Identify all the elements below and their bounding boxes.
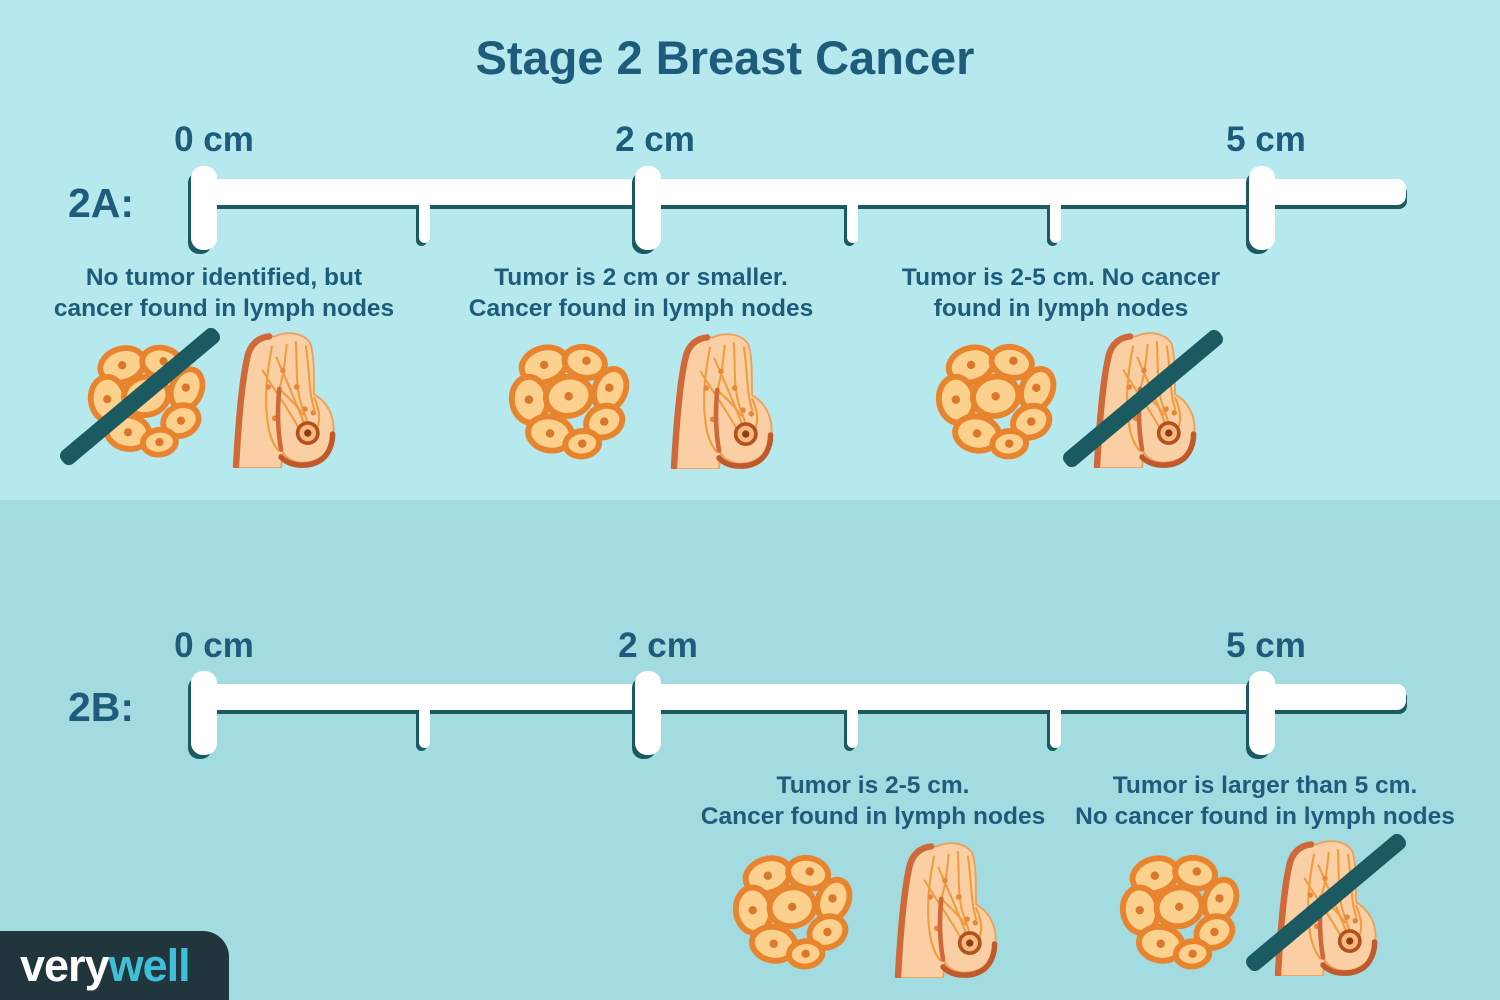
ruler-2b-major-tick-5cm	[1249, 671, 1275, 755]
ruler-2a-major-tick-5cm	[1249, 166, 1275, 250]
ruler-2b-tick-label-2cm: 2 cm	[618, 626, 698, 665]
description-2b-larger-than-5cm: Tumor is larger than 5 cm. No cancer fou…	[1075, 770, 1455, 832]
description-2a-no-tumor: No tumor identified, but cancer found in…	[54, 262, 394, 324]
description-line: No tumor identified, but	[85, 264, 363, 291]
ruler-2a-minor-tick-4cm	[1050, 203, 1061, 243]
description-2a-2cm-or-smaller: Tumor is 2 cm or smaller. Cancer found i…	[469, 262, 813, 324]
tumor-cluster-icon	[1117, 848, 1243, 974]
description-line: Tumor is 2-5 cm.	[776, 772, 970, 799]
description-line: Cancer found in lymph nodes	[468, 295, 814, 322]
tumor-cluster-icon	[730, 848, 856, 974]
ruler-2a-minor-tick-3cm	[847, 203, 858, 243]
ruler-2a-major-tick-2cm	[635, 166, 661, 250]
ruler-2b-minor-tick-3cm	[847, 708, 858, 748]
breast-lymph-nodes-icon	[660, 331, 780, 469]
description-line: Tumor is 2-5 cm. No cancer	[901, 264, 1221, 291]
ruler-2b-minor-tick-1cm	[419, 708, 430, 748]
description-line: Tumor is larger than 5 cm.	[1112, 772, 1418, 799]
ruler-2b-tick-label-0cm: 0 cm	[174, 626, 254, 665]
tumor-cluster-icon	[933, 337, 1060, 464]
ruler-2b-bar	[196, 684, 1406, 710]
breast-lymph-nodes-icon	[884, 840, 1004, 978]
ruler-2b-major-tick-0cm	[191, 671, 217, 755]
ruler-2a-bar	[196, 179, 1406, 205]
description-line: Tumor is 2 cm or smaller.	[494, 264, 788, 291]
description-2a-2-5cm: Tumor is 2-5 cm. No cancer found in lymp…	[902, 262, 1220, 324]
verywell-logo-well: well	[108, 939, 191, 991]
verywell-logo-very: very	[20, 939, 110, 991]
ruler-2a-tick-label-2cm: 2 cm	[615, 120, 695, 159]
tumor-cluster-icon	[506, 337, 633, 464]
breast-lymph-nodes-icon	[222, 330, 342, 468]
ruler-2a-major-tick-0cm	[191, 166, 217, 250]
description-2b-2-5cm: Tumor is 2-5 cm. Cancer found in lymph n…	[701, 770, 1045, 832]
ruler-2b-tick-label-5cm: 5 cm	[1226, 626, 1306, 665]
ruler-2a-tick-label-5cm: 5 cm	[1226, 120, 1306, 159]
page-title: Stage 2 Breast Cancer	[475, 31, 975, 84]
description-line: No cancer found in lymph nodes	[1075, 803, 1455, 830]
ruler-2a-tick-label-0cm: 0 cm	[174, 120, 254, 159]
ruler-2a-label: 2A:	[68, 180, 135, 226]
ruler-2a-minor-tick-1cm	[419, 203, 430, 243]
ruler-2b-major-tick-2cm	[635, 671, 661, 755]
ruler-2b-label: 2B:	[68, 684, 135, 730]
description-line: Cancer found in lymph nodes	[700, 803, 1046, 830]
description-line: cancer found in lymph nodes	[53, 295, 395, 322]
description-line: found in lymph nodes	[933, 295, 1189, 322]
ruler-2b-minor-tick-4cm	[1050, 708, 1061, 748]
